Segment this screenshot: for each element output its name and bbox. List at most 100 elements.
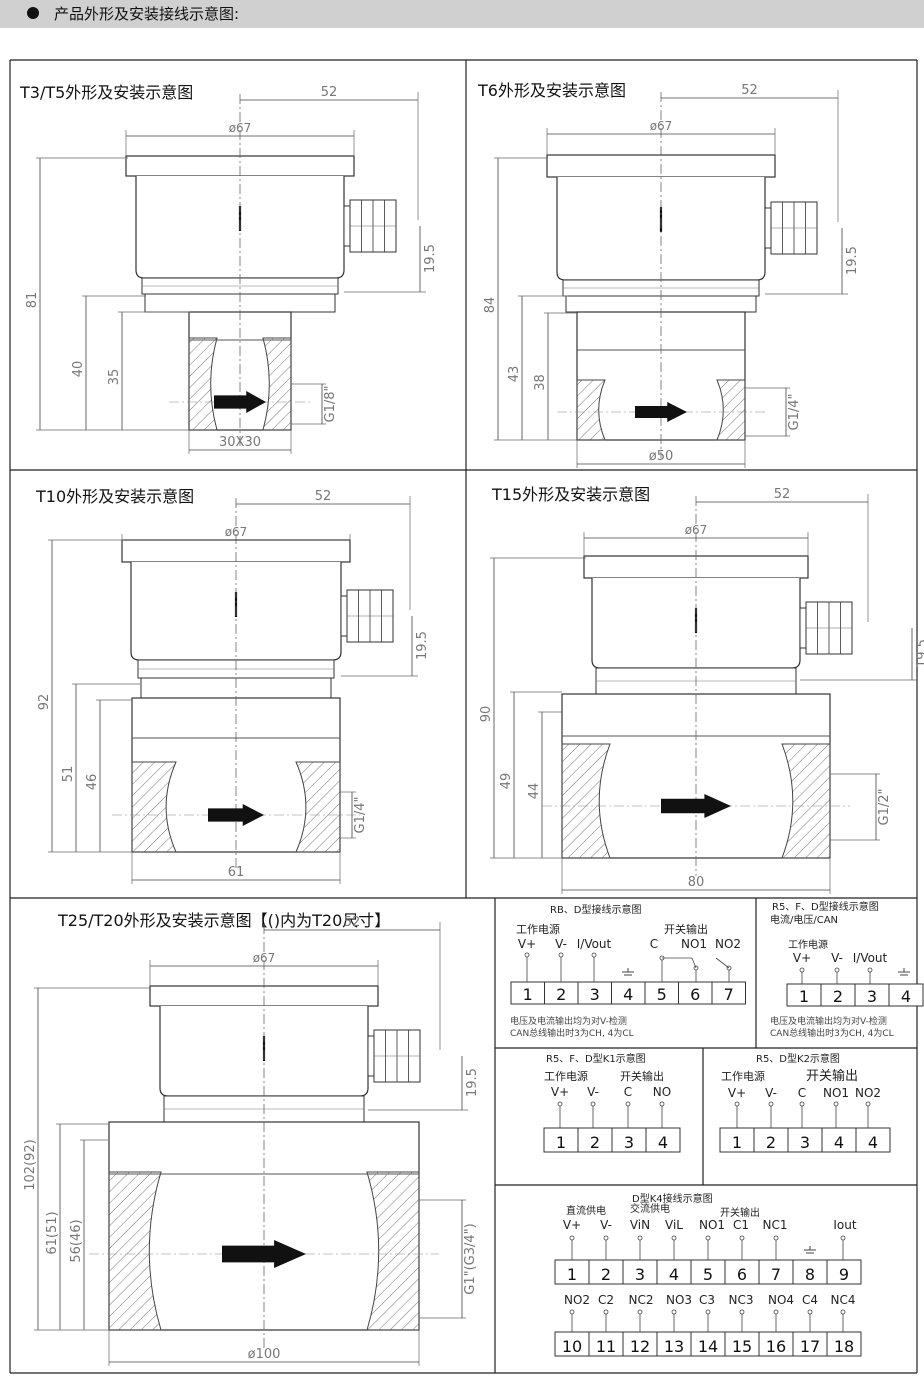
dim-52-label: 52 (774, 487, 791, 502)
terminal-pin (524, 952, 530, 958)
terminal-box (588, 1259, 624, 1285)
dim-height-label: 56(46) (69, 1219, 84, 1262)
panel-t25: T25/T20外形及安装示意图【()内为T20尺寸】52ø6719.5102(9… (23, 911, 480, 1366)
dim-height-label: 43 (507, 366, 522, 383)
dim-52-label: 52 (344, 915, 361, 930)
wiring-pin-label: NC3 (729, 1293, 754, 1307)
wiring-power-label: 工作电源 (516, 922, 560, 936)
thread-label: G1/4" (353, 797, 368, 834)
left-port-section (576, 379, 606, 441)
right-port-section (295, 761, 341, 853)
wiring-pin-label: C (650, 937, 658, 951)
terminal-pin (569, 1235, 575, 1241)
terminal-number: 17 (800, 1337, 820, 1356)
terminal-number: 7 (724, 985, 734, 1004)
terminal-number: 2 (601, 1265, 611, 1284)
terminal-number: 12 (630, 1337, 650, 1356)
wiring-switch-label: 开关输出 (806, 1068, 858, 1084)
dim-height-label: 51 (61, 766, 76, 783)
wiring-power-label: 工作电源 (788, 938, 828, 951)
flow-arrow-icon (208, 804, 264, 826)
wiring-title: R5、F、D型接线示意图 (772, 900, 879, 913)
wiring-title: D型K4接线示意图 (632, 1192, 713, 1205)
terminal-number: 2 (766, 1133, 776, 1152)
cable-gland (799, 601, 853, 655)
wiring-pin-label: I/Vout (853, 951, 888, 965)
wiring-pin-label: V+ (793, 951, 811, 965)
thread-label: G1/2" (877, 789, 892, 826)
wiring-pin-label: V+ (728, 1086, 746, 1100)
terminal-box (855, 1127, 891, 1153)
switch-contact (715, 957, 730, 969)
dim-height-label: 90 (479, 706, 494, 723)
wiring-ac-label: 交流供电 (630, 1202, 670, 1215)
terminal-pin (773, 1235, 779, 1241)
dim-height-label: 46 (85, 774, 100, 791)
cable-gland (340, 589, 394, 643)
terminal-number: 3 (867, 987, 877, 1006)
cable-gland-nut (367, 1035, 375, 1077)
terminal-pin (840, 1309, 846, 1315)
wiring-pin-label: V- (587, 1085, 599, 1099)
terminal-number: 1 (567, 1265, 577, 1284)
wiring-pin-label: C (798, 1086, 806, 1100)
wiring-switch-label: 开关输出 (664, 922, 708, 936)
terminal-number: 8 (805, 1265, 815, 1284)
terminal-pin (590, 1101, 596, 1107)
wiring-pin-label: NO2 (715, 937, 741, 951)
dim-67-label: ø67 (229, 121, 252, 135)
terminal-box (554, 1259, 590, 1285)
terminal-box (787, 1127, 823, 1153)
dim-height-label: 102(92) (23, 1139, 38, 1191)
terminal-pin (671, 1309, 677, 1315)
cable-gland-nut (799, 607, 807, 649)
terminal-box (656, 1331, 692, 1357)
terminal-number: 4 (834, 1133, 844, 1152)
terminal-pin (705, 1309, 711, 1315)
terminal-pin (833, 1101, 839, 1107)
dim-52-label: 52 (321, 85, 338, 100)
wiring-pin-label: NC4 (831, 1293, 856, 1307)
terminal-pin (603, 1235, 609, 1241)
wiring-switch-label: 开关输出 (720, 1206, 760, 1219)
flow-arrow-icon (222, 1240, 306, 1268)
terminal-number: 2 (833, 987, 843, 1006)
cable-gland-nut (340, 595, 348, 637)
terminal-number: 4 (868, 1133, 878, 1152)
panel-title: T25/T20外形及安装示意图【()内为T20尺寸】 (57, 911, 390, 930)
dim-67-label: ø67 (225, 525, 248, 539)
panel-title: T6外形及安装示意图 (477, 81, 626, 100)
terminal-number: 10 (562, 1337, 582, 1356)
dim-height-label: 84 (483, 297, 498, 314)
wiring-pin-label: V+ (563, 1218, 581, 1232)
terminal-number: 4 (623, 985, 633, 1004)
thread-label: G1"(G3/4") (463, 1223, 478, 1294)
wiring-pin-label: NO4 (768, 1293, 794, 1307)
terminal-pin (591, 952, 597, 958)
wiring-pin-label: V+ (518, 937, 536, 951)
wiring-pin-label: V- (831, 951, 843, 965)
terminal-number: 14 (698, 1337, 718, 1356)
terminal-number: 5 (657, 985, 667, 1004)
wiring-pin-label: C3 (699, 1293, 715, 1307)
terminal-pin (569, 1309, 575, 1315)
terminal-number: 3 (624, 1133, 634, 1152)
dim-19-5-label: 19.5 (423, 244, 438, 273)
wiring-pin-label: ViL (665, 1218, 683, 1232)
terminal-box (888, 983, 924, 1007)
wiring-pin-label: NO2 (855, 1086, 881, 1100)
wiring-pin-label: C1 (733, 1218, 749, 1232)
terminal-pin (768, 1101, 774, 1107)
left-port-section (131, 761, 177, 853)
dim-height-label: 40 (71, 361, 86, 378)
wiring-title: RB、D型接线示意图 (550, 903, 642, 916)
wiring-pin-label: NO (653, 1085, 671, 1099)
wiring-dc-label: 直流供电 (566, 1204, 606, 1217)
terminal-number: 4 (901, 987, 911, 1006)
